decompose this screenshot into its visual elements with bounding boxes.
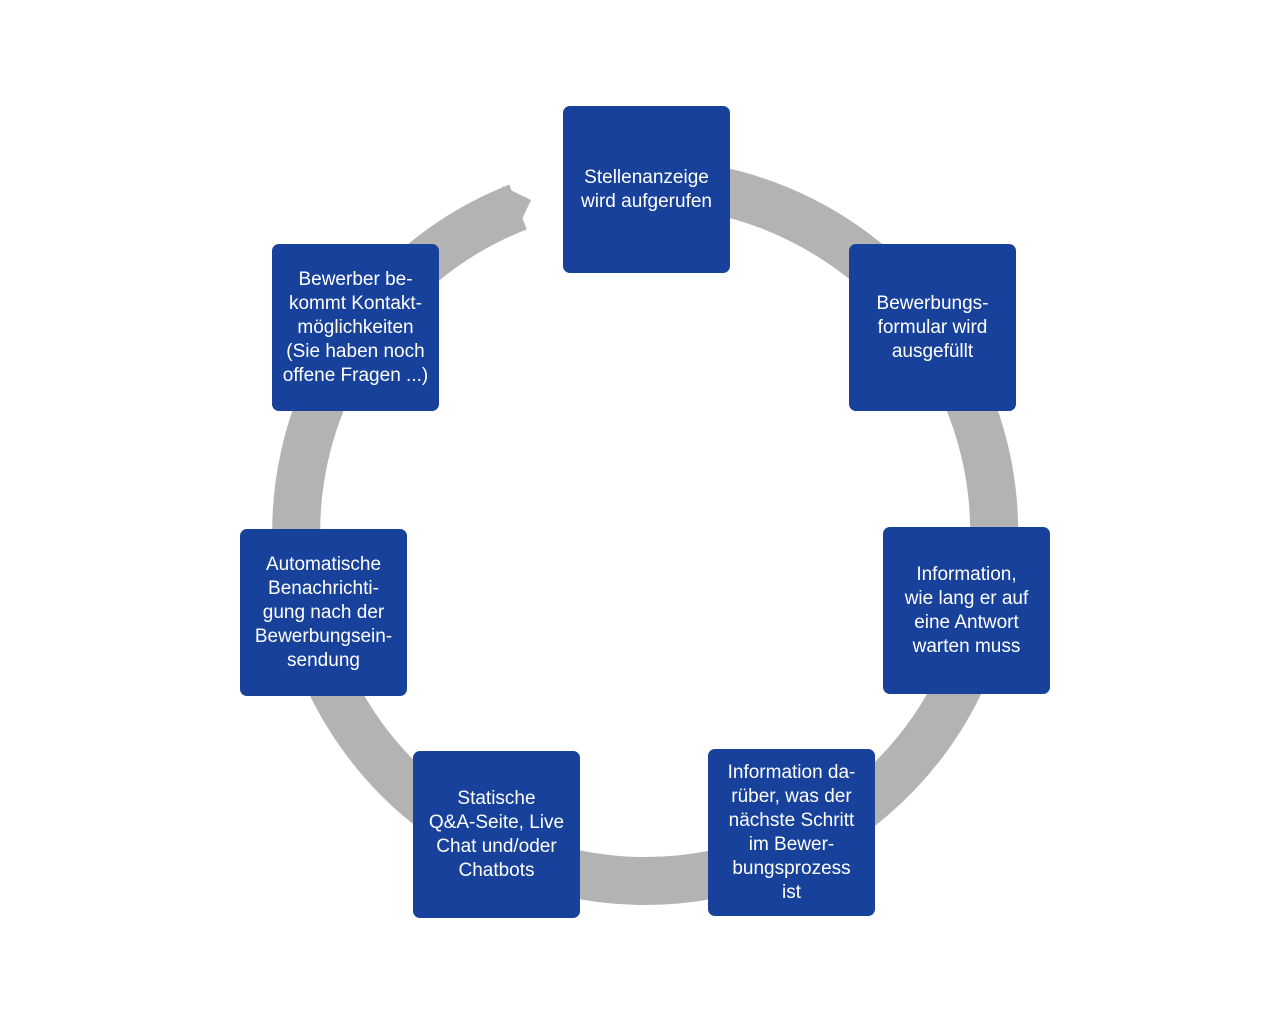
cycle-step-label: Information, wie lang er auf eine Antwor… <box>904 563 1029 657</box>
cycle-step-label: Information da- rüber, was der nächste S… <box>727 761 856 903</box>
cycle-step-1: Stellenanzeige wird aufgerufen <box>563 106 730 273</box>
cycle-step-label: Automatische Benachrichti- gung nach der… <box>254 553 393 671</box>
cycle-step-7: Bewerber be- kommt Kontakt- möglichkeite… <box>272 244 439 411</box>
cycle-step-4: Information da- rüber, was der nächste S… <box>708 749 875 916</box>
cycle-step-label: Statische Q&A-Seite, Live Chat und/oder … <box>428 787 565 881</box>
cycle-step-label: Stellenanzeige wird aufgerufen <box>581 166 712 212</box>
cycle-step-6: Automatische Benachrichti- gung nach der… <box>240 529 407 696</box>
cycle-step-label: Bewerbungs- formular wird ausgefüllt <box>876 292 989 362</box>
cycle-step-3: Information, wie lang er auf eine Antwor… <box>883 527 1050 694</box>
cycle-step-2: Bewerbungs- formular wird ausgefüllt <box>849 244 1016 411</box>
cycle-step-5: Statische Q&A-Seite, Live Chat und/oder … <box>413 751 580 918</box>
cycle-arrow-head <box>502 186 531 232</box>
cycle-step-label: Bewerber be- kommt Kontakt- möglichkeite… <box>282 268 429 386</box>
